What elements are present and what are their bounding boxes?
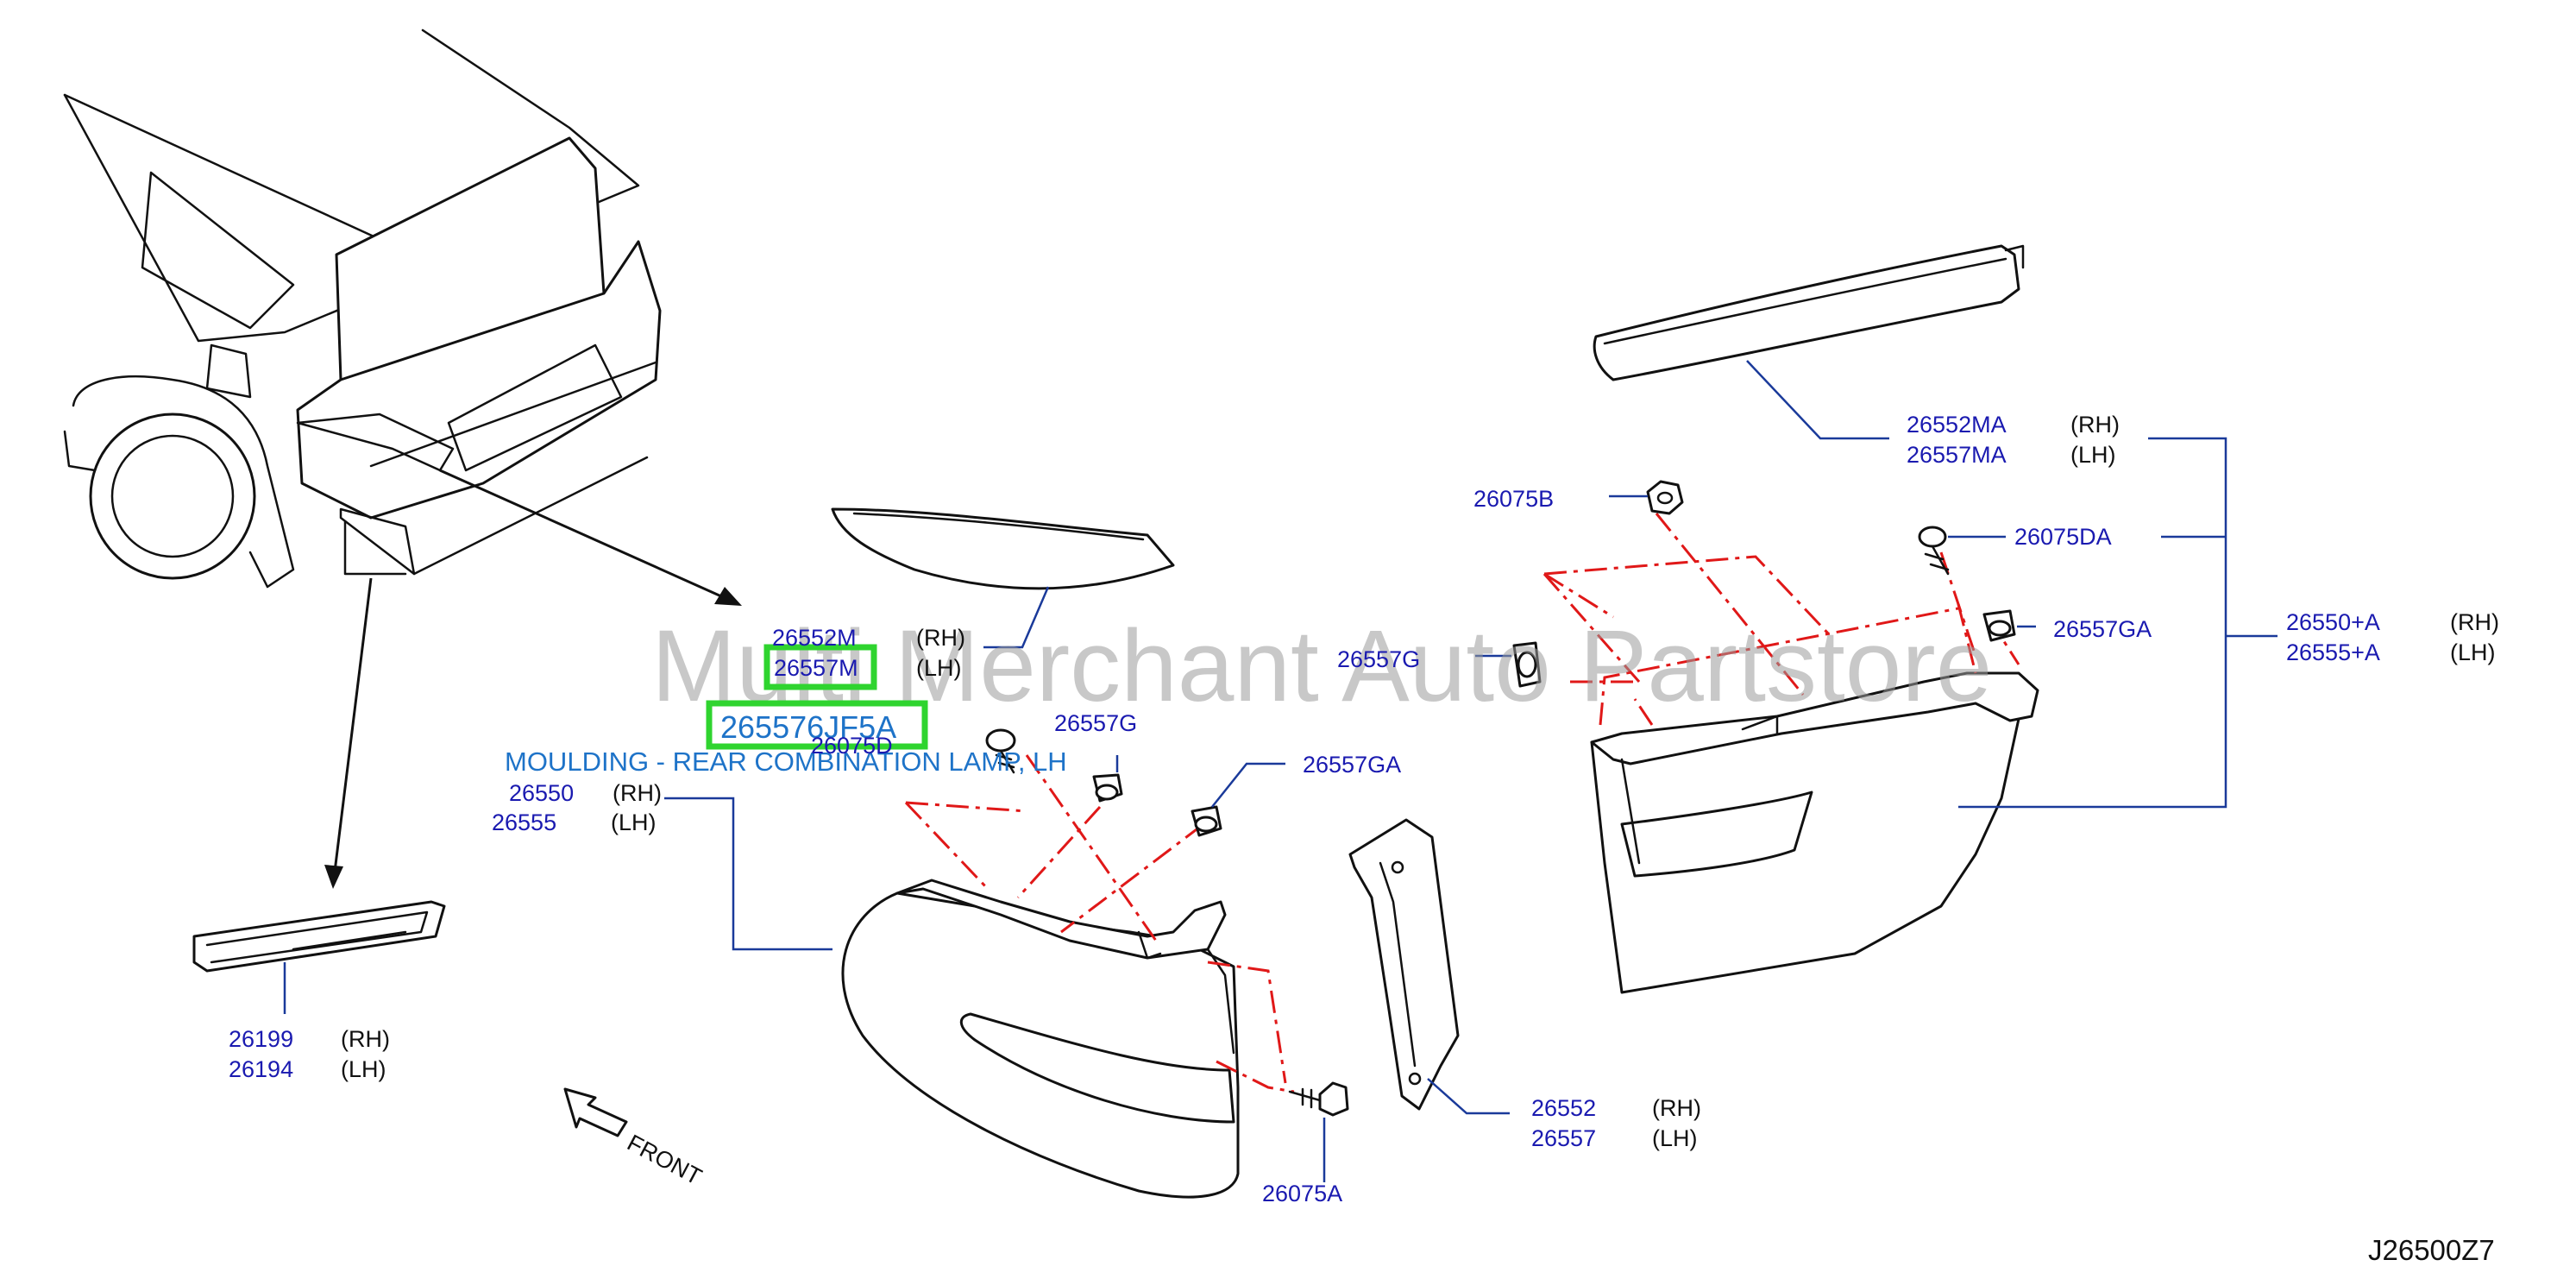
side-label: (RH) <box>1652 1095 1701 1121</box>
side-label: (RH) <box>341 1026 390 1052</box>
callout-26552: 26552 (RH) 26557 (LH) <box>1531 1095 1701 1151</box>
vertical-moulding <box>1348 818 1510 1115</box>
callout-label[interactable]: 26557 <box>1531 1125 1596 1151</box>
left-combination-lamp <box>664 797 1240 1199</box>
callout-label[interactable]: 26557M <box>774 655 858 681</box>
side-label: (RH) <box>613 780 662 806</box>
highlight-box-part-number[interactable] <box>706 700 928 750</box>
side-label: (LH) <box>1652 1125 1698 1151</box>
callout-label-26557G-left[interactable]: 26557G <box>1054 710 1137 736</box>
right-fasteners <box>1475 480 2036 688</box>
callout-label-26075DA[interactable]: 26075DA <box>2014 524 2112 550</box>
side-label: (LH) <box>611 809 657 835</box>
callout-label-26075A[interactable]: 26075A <box>1262 1181 1342 1206</box>
callout-label[interactable]: 26552MA <box>1907 412 2007 438</box>
side-label: (LH) <box>916 655 962 681</box>
diagram-code: J26500Z7 <box>2368 1234 2495 1266</box>
front-direction-indicator <box>563 1087 628 1137</box>
callout-label[interactable]: 26552M <box>772 625 857 651</box>
callout-label-26557GA-right[interactable]: 26557GA <box>2053 616 2152 642</box>
callout-26550: 26550 (RH) 26555 (LH) <box>492 780 662 835</box>
vehicle-rear-illustration <box>63 28 662 589</box>
highlight-box-26557M[interactable] <box>763 644 877 690</box>
highlighted-part-number[interactable]: 265576JF5A <box>720 709 896 745</box>
callout-label[interactable]: 26550+A <box>2286 609 2380 635</box>
callout-26552M: 26552M (RH) 26557M (LH) <box>772 625 965 681</box>
left-moulding <box>831 507 1175 649</box>
callout-26552MA: 26552MA (RH) 26557MA (LH) <box>1907 412 2120 468</box>
callout-label[interactable]: 26555 <box>492 809 556 835</box>
side-label: (RH) <box>2070 412 2120 438</box>
callout-26550A: 26550+A (RH) 26555+A (LH) <box>2286 609 2499 665</box>
front-label: FRONT <box>623 1130 706 1190</box>
left-fasteners <box>985 728 1349 1182</box>
callout-label-26557GA-left[interactable]: 26557GA <box>1303 752 1401 778</box>
side-label: (RH) <box>2450 609 2499 635</box>
side-label: (RH) <box>916 625 965 651</box>
callout-label[interactable]: 26552 <box>1531 1095 1596 1121</box>
side-label: (LH) <box>2450 639 2496 665</box>
callout-label-26557G-right[interactable]: 26557G <box>1337 646 1420 672</box>
right-upper-moulding <box>1593 244 2025 440</box>
pointer-arrows <box>324 469 742 889</box>
callout-label[interactable]: 26194 <box>229 1056 293 1082</box>
callout-label-26075D[interactable]: 26075D <box>811 733 893 759</box>
callout-label[interactable]: 26550 <box>509 780 574 806</box>
highlighted-part-description: MOULDING - REAR COMBINATION LAMP, LH <box>505 746 1067 777</box>
callout-label[interactable]: 26557MA <box>1907 442 2007 468</box>
left-assembly-lines <box>904 754 1295 1093</box>
callout-label[interactable]: 26199 <box>229 1026 293 1052</box>
side-marker-lamp <box>192 900 446 1014</box>
side-label: (LH) <box>341 1056 386 1082</box>
callout-label-26075B[interactable]: 26075B <box>1473 486 1554 512</box>
callout-label[interactable]: 26555+A <box>2286 639 2380 665</box>
callout-26199: 26199 (RH) 26194 (LH) <box>229 1026 390 1082</box>
right-combination-lamp <box>1590 437 2278 994</box>
side-label: (LH) <box>2070 442 2116 468</box>
